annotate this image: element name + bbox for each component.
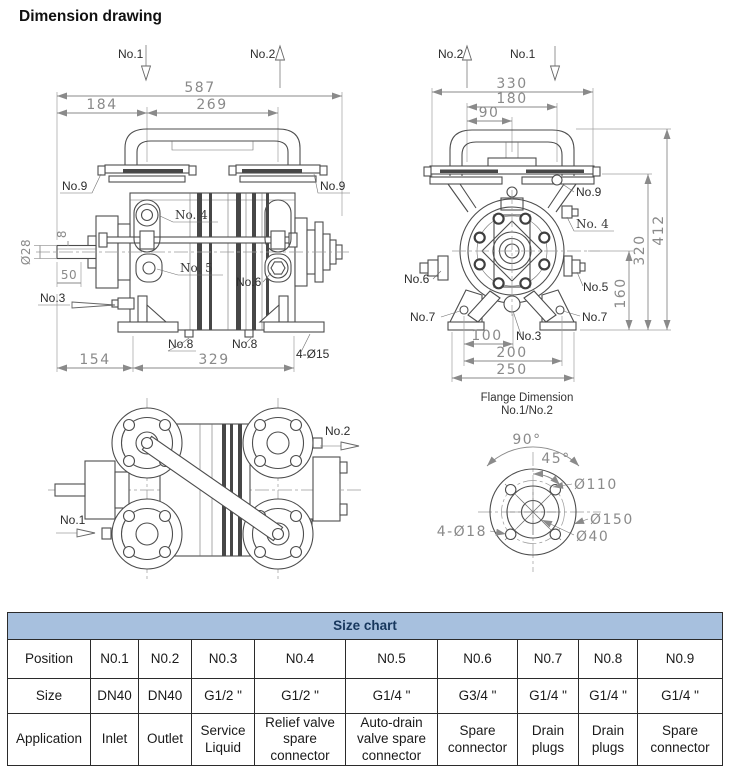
shaft [54,483,86,497]
size-chart: Size chart Position N0.1 N0.2 N0.3 N0.4 … [7,612,723,767]
size-chart-title: Size chart [7,612,723,640]
dim-329: 329 [198,352,229,368]
dim-bore-dia: Ø40 [576,529,609,545]
row-label-position: Position [7,639,91,679]
label-foot-holes: 4-Ø15 [296,347,330,361]
size-cell: G3/4 " [437,678,518,714]
hex-plug-icon [270,261,286,275]
label-no7-right: No.7 [582,310,608,324]
dim-90deg: 90° [512,432,541,448]
flange-detail: 90° 45° Ø110 Ø150 Ø40 4-Ø18 [437,432,634,572]
flange-top-right [242,407,314,479]
size-cell: G1/4 " [345,678,438,714]
application-cell: Relief valve spare connector [254,712,346,767]
dim-bolt-circle: Ø110 [574,477,618,493]
inlet-arrow-icon [549,65,561,82]
size-cell: G1/2 " [254,678,346,714]
top-view: No.2 No.1 [48,398,362,582]
front-port2-label: No.2 [250,47,276,61]
outlet-arrow-icon [461,44,473,61]
dim-90: 90 [479,105,500,121]
label-no6: No.6 [404,272,430,286]
application-cell: Drain plugs [517,712,579,767]
outlet-arrow-icon [274,44,286,61]
flange-bottom-left [111,498,183,570]
row-label-application: Application [7,712,91,767]
dim-154: 154 [79,352,110,368]
flange-caption-line1: Flange Dimension [481,392,574,404]
position-cell: N0.1 [90,639,139,679]
application-cell: Outlet [138,712,192,767]
label-no5: No. 5 [180,261,213,275]
size-chart-header-row: Size chart [7,612,723,640]
dim-180: 180 [496,91,527,107]
dim-160: 160 [613,277,629,308]
dim-184: 184 [86,97,117,113]
side-port2-label: No.2 [438,47,464,61]
position-row: Position N0.1 N0.2 N0.3 N0.4 N0.5 N0.6 N… [7,639,723,679]
spokes [510,489,556,535]
position-cell: N0.9 [637,639,723,679]
application-cell: Auto-drain valve spare connector [345,712,438,767]
dim-250: 250 [496,362,527,378]
size-row: Size DN40 DN40 G1/2 " G1/2 " G1/4 " G3/4… [7,678,723,714]
size-cell: DN40 [138,678,192,714]
dim-412: 412 [651,214,667,245]
label-no3: No.3 [516,329,542,343]
label-no3: No.3 [40,291,66,305]
dim-bolt-holes: 4-Ø18 [437,524,487,540]
position-cell: N0.8 [578,639,638,679]
label-no6: No.6 [236,275,262,289]
dim-outer-dia: Ø150 [590,512,634,528]
application-cell: Spare connector [637,712,723,767]
size-cell: G1/4 " [578,678,638,714]
dim-330: 330 [496,76,527,92]
dim-587: 587 [184,80,215,96]
size-cell: G1/4 " [517,678,579,714]
label-no8-right: No.8 [232,337,258,351]
label-no9: No.9 [576,185,602,199]
label-no4: No. 4 [175,208,208,222]
label-no5: No.5 [583,280,609,294]
application-cell: Inlet [90,712,139,767]
technical-drawing: No.1 No.2 587 184 269 [19,44,671,582]
label-no7-left: No.7 [410,310,436,324]
position-cell: N0.6 [437,639,518,679]
page-title: Dimension drawing [19,8,162,25]
position-cell: N0.7 [517,639,579,679]
size-cell: G1/2 " [191,678,255,714]
size-cell: DN40 [90,678,139,714]
dim-320: 320 [632,234,648,265]
position-cell: N0.5 [345,639,438,679]
inlet-arrow-icon [140,65,152,82]
application-cell: Service Liquid [191,712,255,767]
position-cell: N0.3 [191,639,255,679]
side-port1-label: No.1 [510,47,536,61]
top-port1-label: No.1 [60,513,86,527]
position-cell: N0.2 [138,639,192,679]
flange-caption-line2: No.1/No.2 [501,405,553,417]
application-cell: Spare connector [437,712,518,767]
front-port1-label: No.1 [118,47,144,61]
application-row: Application Inlet Outlet Service Liquid … [7,712,723,767]
front-view: No.1 No.2 587 184 269 [19,44,352,372]
dim-100: 100 [471,328,502,344]
top-port2-label: No.2 [325,424,351,438]
row-label-size: Size [7,678,91,714]
side-view: No.2 No.1 330 180 90 [404,44,671,417]
dim-shaft-dia: Ø28 [19,239,33,265]
dim-45deg: 45° [541,451,570,467]
label-no9-left: No.9 [62,179,88,193]
dim-key: 8 [55,230,69,238]
dim-269: 269 [196,97,227,113]
dim-200: 200 [496,345,527,361]
label-no9-right: No.9 [320,179,346,193]
dim-shaft-length: 50 [61,268,77,282]
size-cell: G1/4 " [637,678,723,714]
application-cell: Drain plugs [578,712,638,767]
position-cell: N0.4 [254,639,346,679]
label-no4: No. 4 [576,217,609,231]
